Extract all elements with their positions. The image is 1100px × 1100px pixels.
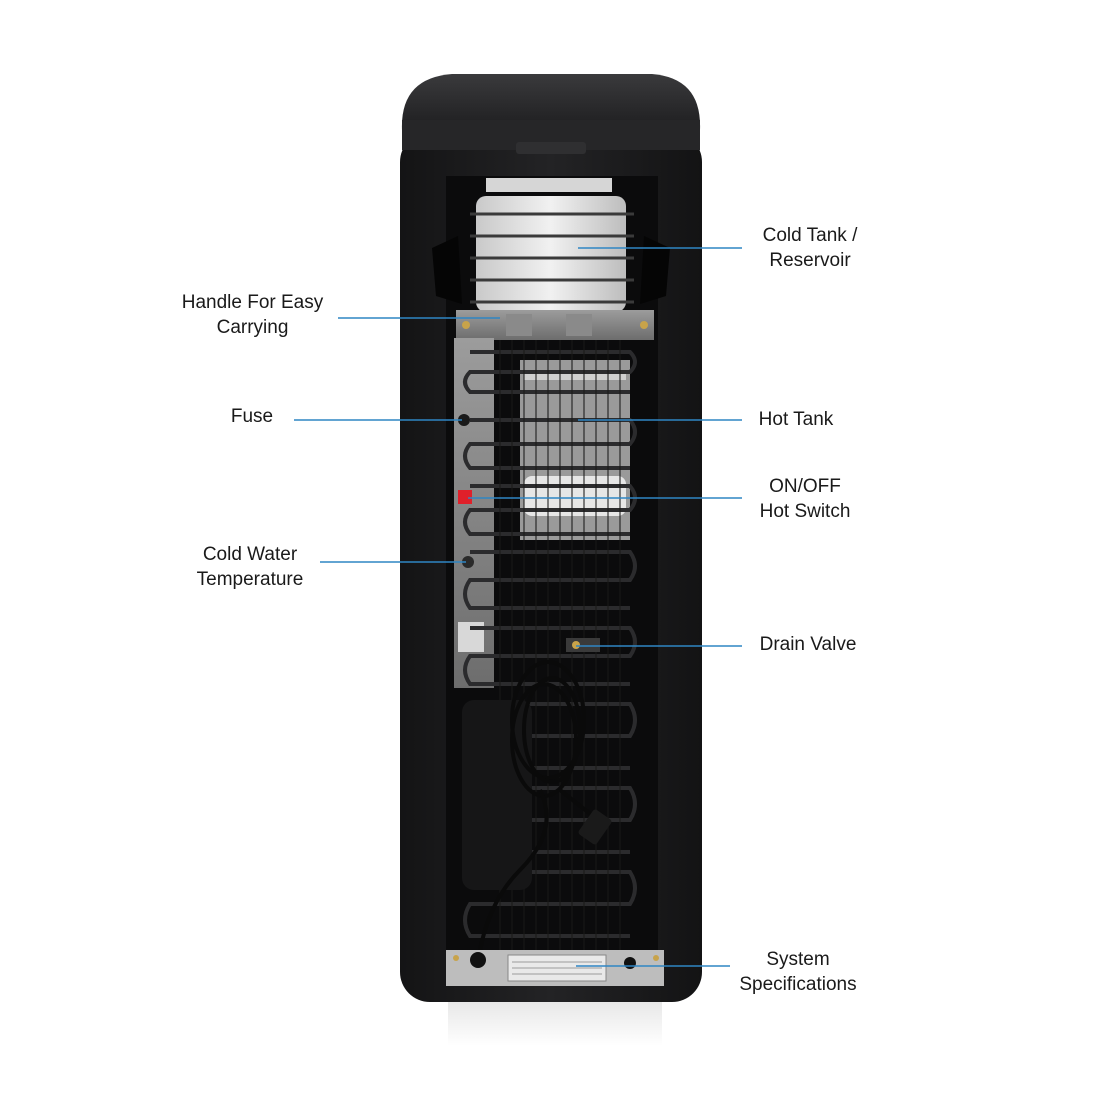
label-fuse: Fuse bbox=[212, 404, 292, 429]
handle-cutouts bbox=[432, 236, 670, 304]
label-on-off-line2: Hot Switch bbox=[759, 501, 851, 522]
label-handle-line1: Handle For Easy bbox=[181, 292, 324, 313]
label-system-specs-line2: Specifications bbox=[739, 974, 857, 995]
power-plug bbox=[578, 809, 612, 845]
power-cord bbox=[478, 660, 600, 951]
cold-tank bbox=[470, 178, 634, 312]
label-cold-water-temp: Cold Water Temperature bbox=[180, 542, 320, 592]
label-hot-tank: Hot Tank bbox=[740, 407, 852, 432]
floor-reflection bbox=[448, 1000, 662, 1046]
label-cold-water-temp-line1: Cold Water bbox=[202, 544, 298, 565]
label-system-specs: System Specifications bbox=[722, 947, 874, 997]
switch-red bbox=[458, 490, 472, 504]
label-cold-tank: Cold Tank / Reservoir bbox=[740, 223, 880, 273]
label-handle: Handle For Easy Carrying bbox=[160, 290, 345, 340]
label-cold-water-temp-line2: Temperature bbox=[196, 569, 304, 590]
label-cold-tank-line2: Reservoir bbox=[769, 250, 851, 271]
label-fuse-line1: Fuse bbox=[230, 406, 274, 427]
label-drain-valve: Drain Valve bbox=[740, 632, 876, 657]
leader-lines bbox=[294, 247, 742, 967]
compressor bbox=[462, 700, 532, 890]
label-hot-tank-line1: Hot Tank bbox=[758, 409, 834, 430]
label-drain-valve-line1: Drain Valve bbox=[759, 634, 857, 655]
drain-valve bbox=[566, 638, 600, 652]
spec-plate bbox=[446, 950, 664, 986]
label-handle-line2: Carrying bbox=[216, 317, 289, 338]
label-on-off-line1: ON/OFF bbox=[769, 476, 841, 497]
mounting-bracket bbox=[456, 310, 654, 340]
label-system-specs-line1: System bbox=[766, 949, 830, 970]
label-cold-tank-line1: Cold Tank / bbox=[762, 225, 858, 246]
label-on-off: ON/OFF Hot Switch bbox=[740, 474, 870, 524]
